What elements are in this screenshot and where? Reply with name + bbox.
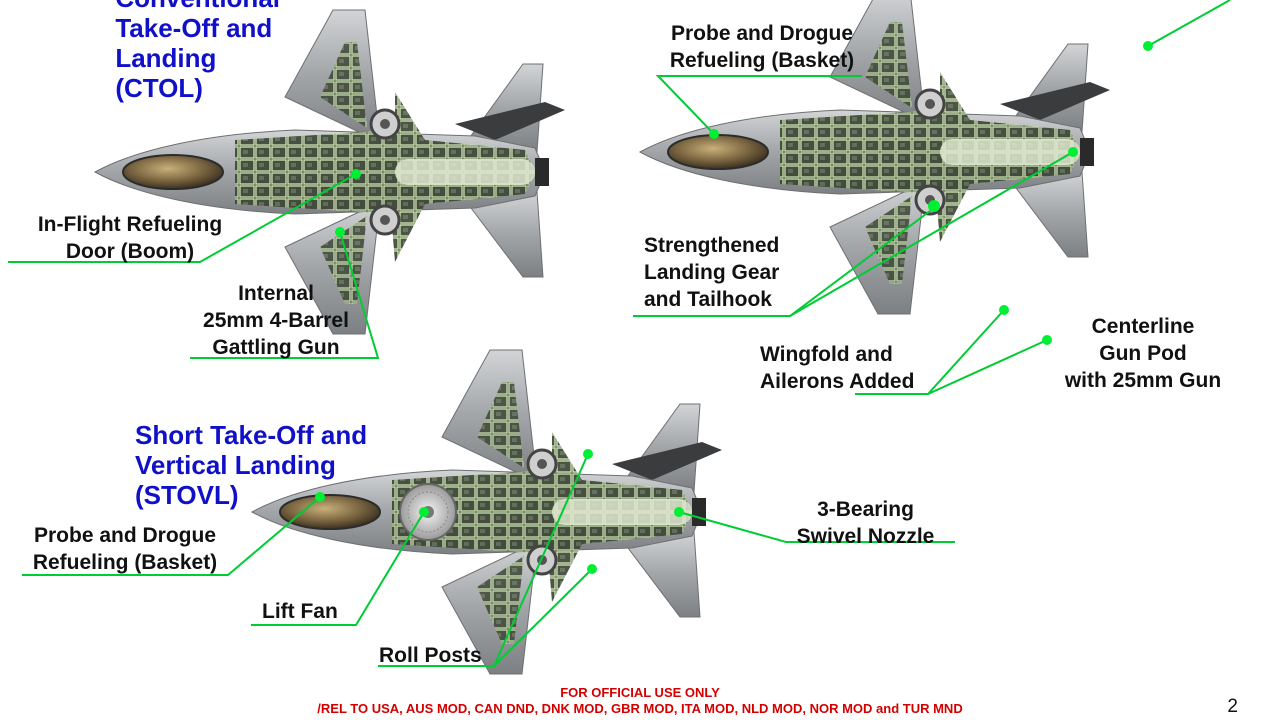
label-centerline-gun-pod: Centerline Gun Pod with 25mm Gun [1064, 315, 1222, 392]
ctol-title: Conventional Take-Off and Landing (CTOL) [115, 0, 280, 103]
page-number: 2 [1227, 696, 1238, 717]
label-lift-fan: Lift Fan [262, 600, 338, 623]
label-wingfold-ailerons: Wingfold and Ailerons Added [760, 343, 915, 393]
label-internal-gun: Internal 25mm 4-Barrel Gattling Gun [203, 282, 349, 359]
leader-lines [8, 0, 1231, 667]
label-probe-drogue-top: Probe and Drogue Refueling (Basket) [669, 22, 855, 72]
footer-line-2: /REL TO USA, AUS MOD, CAN DND, DNK MOD, … [317, 701, 963, 716]
stovl-title: Short Take-Off and Vertical Landing (STO… [135, 420, 368, 510]
label-probe-drogue-bottom: Probe and Drogue Refueling (Basket) [32, 524, 218, 574]
callout-dots [315, 41, 1153, 574]
label-landing-gear-tailhook: Strengthened Landing Gear and Tailhook [644, 234, 780, 311]
footer-line-1: FOR OFFICIAL USE ONLY [560, 685, 720, 700]
label-inflight-refueling-door: In-Flight Refueling Door (Boom) [37, 213, 223, 263]
label-swivel-nozzle: 3-Bearing Swivel Nozzle [796, 498, 935, 548]
footer-classification: FOR OFFICIAL USE ONLY /REL TO USA, AUS M… [0, 685, 1280, 717]
label-roll-posts: Roll Posts [379, 644, 482, 667]
